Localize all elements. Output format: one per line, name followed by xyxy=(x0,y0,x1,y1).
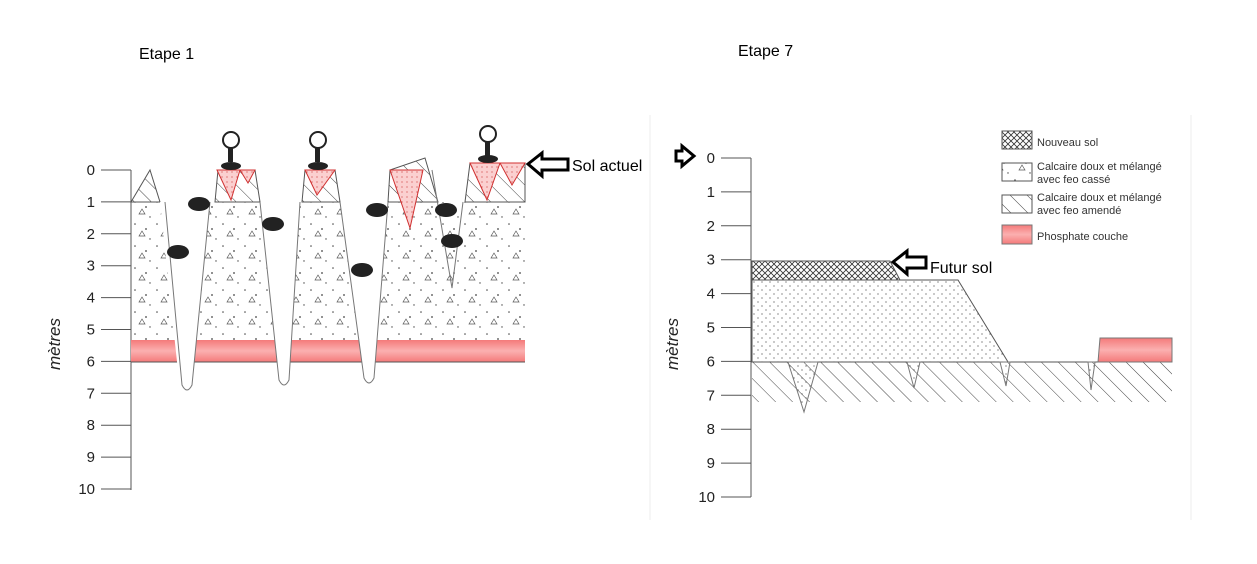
legend-item: Phosphate couche xyxy=(1037,231,1128,243)
zero-arrow-icon xyxy=(674,142,697,170)
left-red-soil xyxy=(216,169,256,202)
tick-label: 4 xyxy=(87,290,95,307)
legend-item: Calcaire doux et mélangé xyxy=(1037,161,1162,173)
tick-label: 3 xyxy=(707,252,715,269)
tick-label: 10 xyxy=(78,481,95,498)
tick-label: 1 xyxy=(87,194,95,211)
tick-label: 4 xyxy=(707,286,715,303)
right-phosphate-layer xyxy=(1097,337,1173,363)
left-calcaire-layer xyxy=(131,202,525,340)
left-phosphate-layer xyxy=(131,340,525,362)
left-ticks: 0 1 2 3 4 5 6 7 8 9 10 xyxy=(78,162,131,498)
tick-label: 1 xyxy=(707,184,715,201)
right-title: Etape 7 xyxy=(738,43,793,60)
left-trench xyxy=(339,201,389,384)
tick-label: 10 xyxy=(698,489,715,506)
right-amended-layer xyxy=(752,362,1172,402)
legend-item: avec feo cassé xyxy=(1037,174,1110,186)
tick-label: 2 xyxy=(87,226,95,243)
tick-label: 8 xyxy=(707,421,715,438)
futur-sol-arrow-icon xyxy=(890,247,928,278)
legend-item: Nouveau sol xyxy=(1037,137,1098,149)
tick-label: 9 xyxy=(707,455,715,472)
left-red-soil xyxy=(304,169,336,196)
legend: Nouveau sol Calcaire doux et mélangé ave… xyxy=(1001,130,1162,245)
tick-label: 0 xyxy=(87,162,95,179)
tick-label: 6 xyxy=(707,353,715,370)
left-trench xyxy=(259,201,301,386)
left-title: Etape 1 xyxy=(139,46,194,63)
right-ticks: 0 1 2 3 4 5 6 7 8 9 10 xyxy=(698,150,751,506)
futur-sol-label: Futur sol xyxy=(930,260,992,277)
bush-icons xyxy=(167,197,463,277)
right-panel: Etape 7 mètres 0 1 2 3 4 5 6 7 8 9 10 Futur sol No… xyxy=(663,43,1173,506)
sol-actuel-label: Sol actuel xyxy=(572,158,642,175)
tick-label: 6 xyxy=(87,353,95,370)
left-panel: Etape 1 mètres 0 1 2 3 4 5 6 7 8 9 10 xyxy=(45,46,642,498)
tree-icons xyxy=(221,125,498,170)
legend-item: avec feo amendé xyxy=(1037,205,1121,217)
sol-actuel-arrow-icon xyxy=(525,149,570,180)
tick-label: 0 xyxy=(707,150,715,167)
tick-label: 5 xyxy=(707,320,715,337)
tick-label: 2 xyxy=(707,218,715,235)
tick-label: 3 xyxy=(87,258,95,275)
legend-item: Calcaire doux et mélangé xyxy=(1037,192,1162,204)
tick-label: 5 xyxy=(87,322,95,339)
tick-label: 7 xyxy=(707,387,715,404)
tick-label: 7 xyxy=(87,385,95,402)
right-wedges xyxy=(787,361,1096,414)
tick-label: 8 xyxy=(87,417,95,434)
left-soil-block xyxy=(130,168,161,203)
right-y-axis-label: mètres xyxy=(663,318,682,370)
left-y-axis-label: mètres xyxy=(45,318,64,370)
left-red-soil xyxy=(389,169,424,230)
right-nouveau-sol-layer xyxy=(751,260,901,281)
right-calcaire-layer xyxy=(751,279,1009,363)
tick-label: 9 xyxy=(87,449,95,466)
left-red-soil xyxy=(469,162,526,202)
